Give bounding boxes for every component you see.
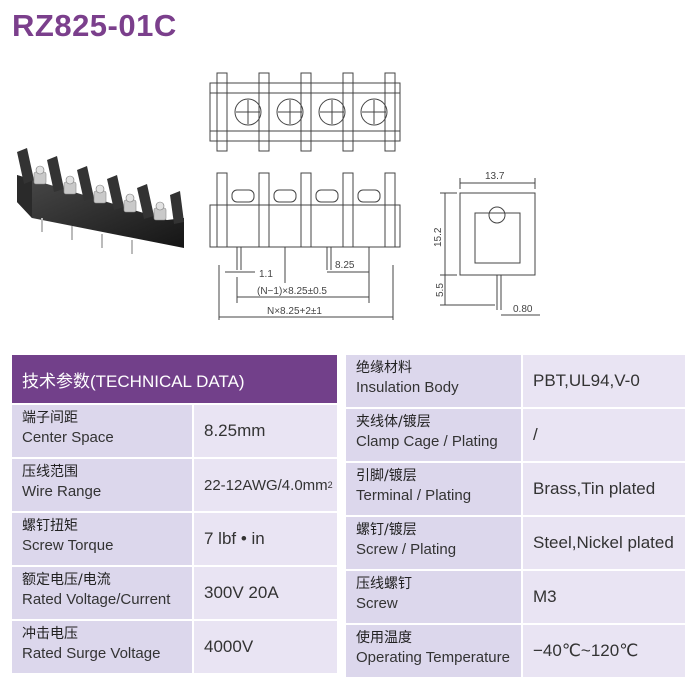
- product-title: RZ825-01C: [12, 8, 177, 43]
- table-row: 螺钉/镀层 Screw / Plating Steel,Nickel plated: [346, 517, 685, 569]
- row-value: Brass,Tin plated: [523, 463, 685, 515]
- row-label-cn: 端子间距: [22, 410, 78, 426]
- row-label-cn: 冲击电压: [22, 626, 78, 642]
- table-row: 绝缘材料 Insulation Body PBT,UL94,V-0: [346, 355, 685, 407]
- table-row: 额定电压/电流 Rated Voltage/Current 300V 20A: [12, 567, 337, 619]
- material-data-table: 绝缘材料 Insulation Body PBT,UL94,V-0 夹线体/镀层 C…: [346, 355, 685, 679]
- row-label-cn: 压线范围: [22, 464, 78, 480]
- table-row: 使用温度 Operating Temperature −40℃~120℃: [346, 625, 685, 677]
- row-label-cn: 使用温度: [356, 630, 412, 646]
- row-label-en: Wire Range: [22, 483, 102, 500]
- table-row: 端子间距 Center Space 8.25mm: [12, 405, 337, 457]
- row-label-cn: 螺钉扭矩: [22, 518, 78, 534]
- row-value: 8.25mm: [194, 405, 337, 457]
- row-label-en: Screw Torque: [22, 537, 114, 554]
- row-value: 7 lbf • in: [194, 513, 337, 565]
- row-label-en: Operating Temperature: [356, 649, 510, 666]
- technical-data-table: 技术参数(TECHNICAL DATA) 端子间距 Center Space 8.…: [12, 355, 337, 675]
- table-row: 引脚/镀层 Terminal / Plating Brass,Tin plated: [346, 463, 685, 515]
- dim-pin-diameter: 0.80: [513, 304, 533, 315]
- dim-small: 1.1: [259, 269, 273, 280]
- dim-formula-2: N×8.25+2±1: [267, 306, 322, 317]
- wire-range-sup: 2: [327, 480, 333, 490]
- row-value: PBT,UL94,V-0: [523, 355, 685, 407]
- row-value: M3: [523, 571, 685, 623]
- row-label-cn: 压线螺钉: [356, 576, 412, 592]
- row-label-cn: 额定电压/电流: [22, 572, 111, 588]
- dim-pin-length: 5.5: [435, 283, 446, 297]
- row-label-en: Rated Surge Voltage: [22, 645, 161, 662]
- row-label-en: Center Space: [22, 429, 114, 446]
- table-header: 技术参数(TECHNICAL DATA): [12, 355, 337, 403]
- technical-drawing: 13.7 15.2 5.5 0.80 1.1 8.25 (N−1)×8.25±0…: [209, 72, 540, 320]
- wire-range-value: 22-12AWG/4.0mm: [204, 476, 328, 494]
- dim-formula-1: (N−1)×8.25±0.5: [257, 286, 327, 297]
- row-label-en: Clamp Cage / Plating: [356, 433, 498, 450]
- table-header-title: 技术参数(TECHNICAL DATA): [12, 355, 337, 403]
- row-label-en: Insulation Body: [356, 379, 459, 396]
- row-label-en: Screw / Plating: [356, 541, 457, 558]
- row-label-en: Screw: [356, 595, 398, 612]
- row-label-cn: 绝缘材料: [356, 360, 412, 376]
- table-row: 螺钉扭矩 Screw Torque 7 lbf • in: [12, 513, 337, 565]
- row-value: /: [523, 409, 685, 461]
- row-value: Steel,Nickel plated: [523, 517, 685, 569]
- row-label-en: Terminal / Plating: [356, 487, 472, 504]
- dim-width: 13.7: [485, 171, 505, 182]
- table-row: 冲击电压 Rated Surge Voltage 4000V: [12, 621, 337, 673]
- row-value: −40℃~120℃: [523, 625, 685, 677]
- product-photo: [17, 148, 184, 254]
- row-value: 300V 20A: [194, 567, 337, 619]
- row-label-cn: 螺钉/镀层: [356, 522, 417, 538]
- dim-height: 15.2: [433, 227, 444, 247]
- row-label-en: Rated Voltage/Current: [22, 591, 171, 608]
- row-label-cn: 夹线体/镀层: [356, 414, 431, 430]
- dim-pitch: 8.25: [335, 260, 355, 271]
- row-label-cn: 引脚/镀层: [356, 468, 417, 484]
- table-row: 夹线体/镀层 Clamp Cage / Plating /: [346, 409, 685, 461]
- table-row: 压线螺钉 Screw M3: [346, 571, 685, 623]
- row-value: 4000V: [194, 621, 337, 673]
